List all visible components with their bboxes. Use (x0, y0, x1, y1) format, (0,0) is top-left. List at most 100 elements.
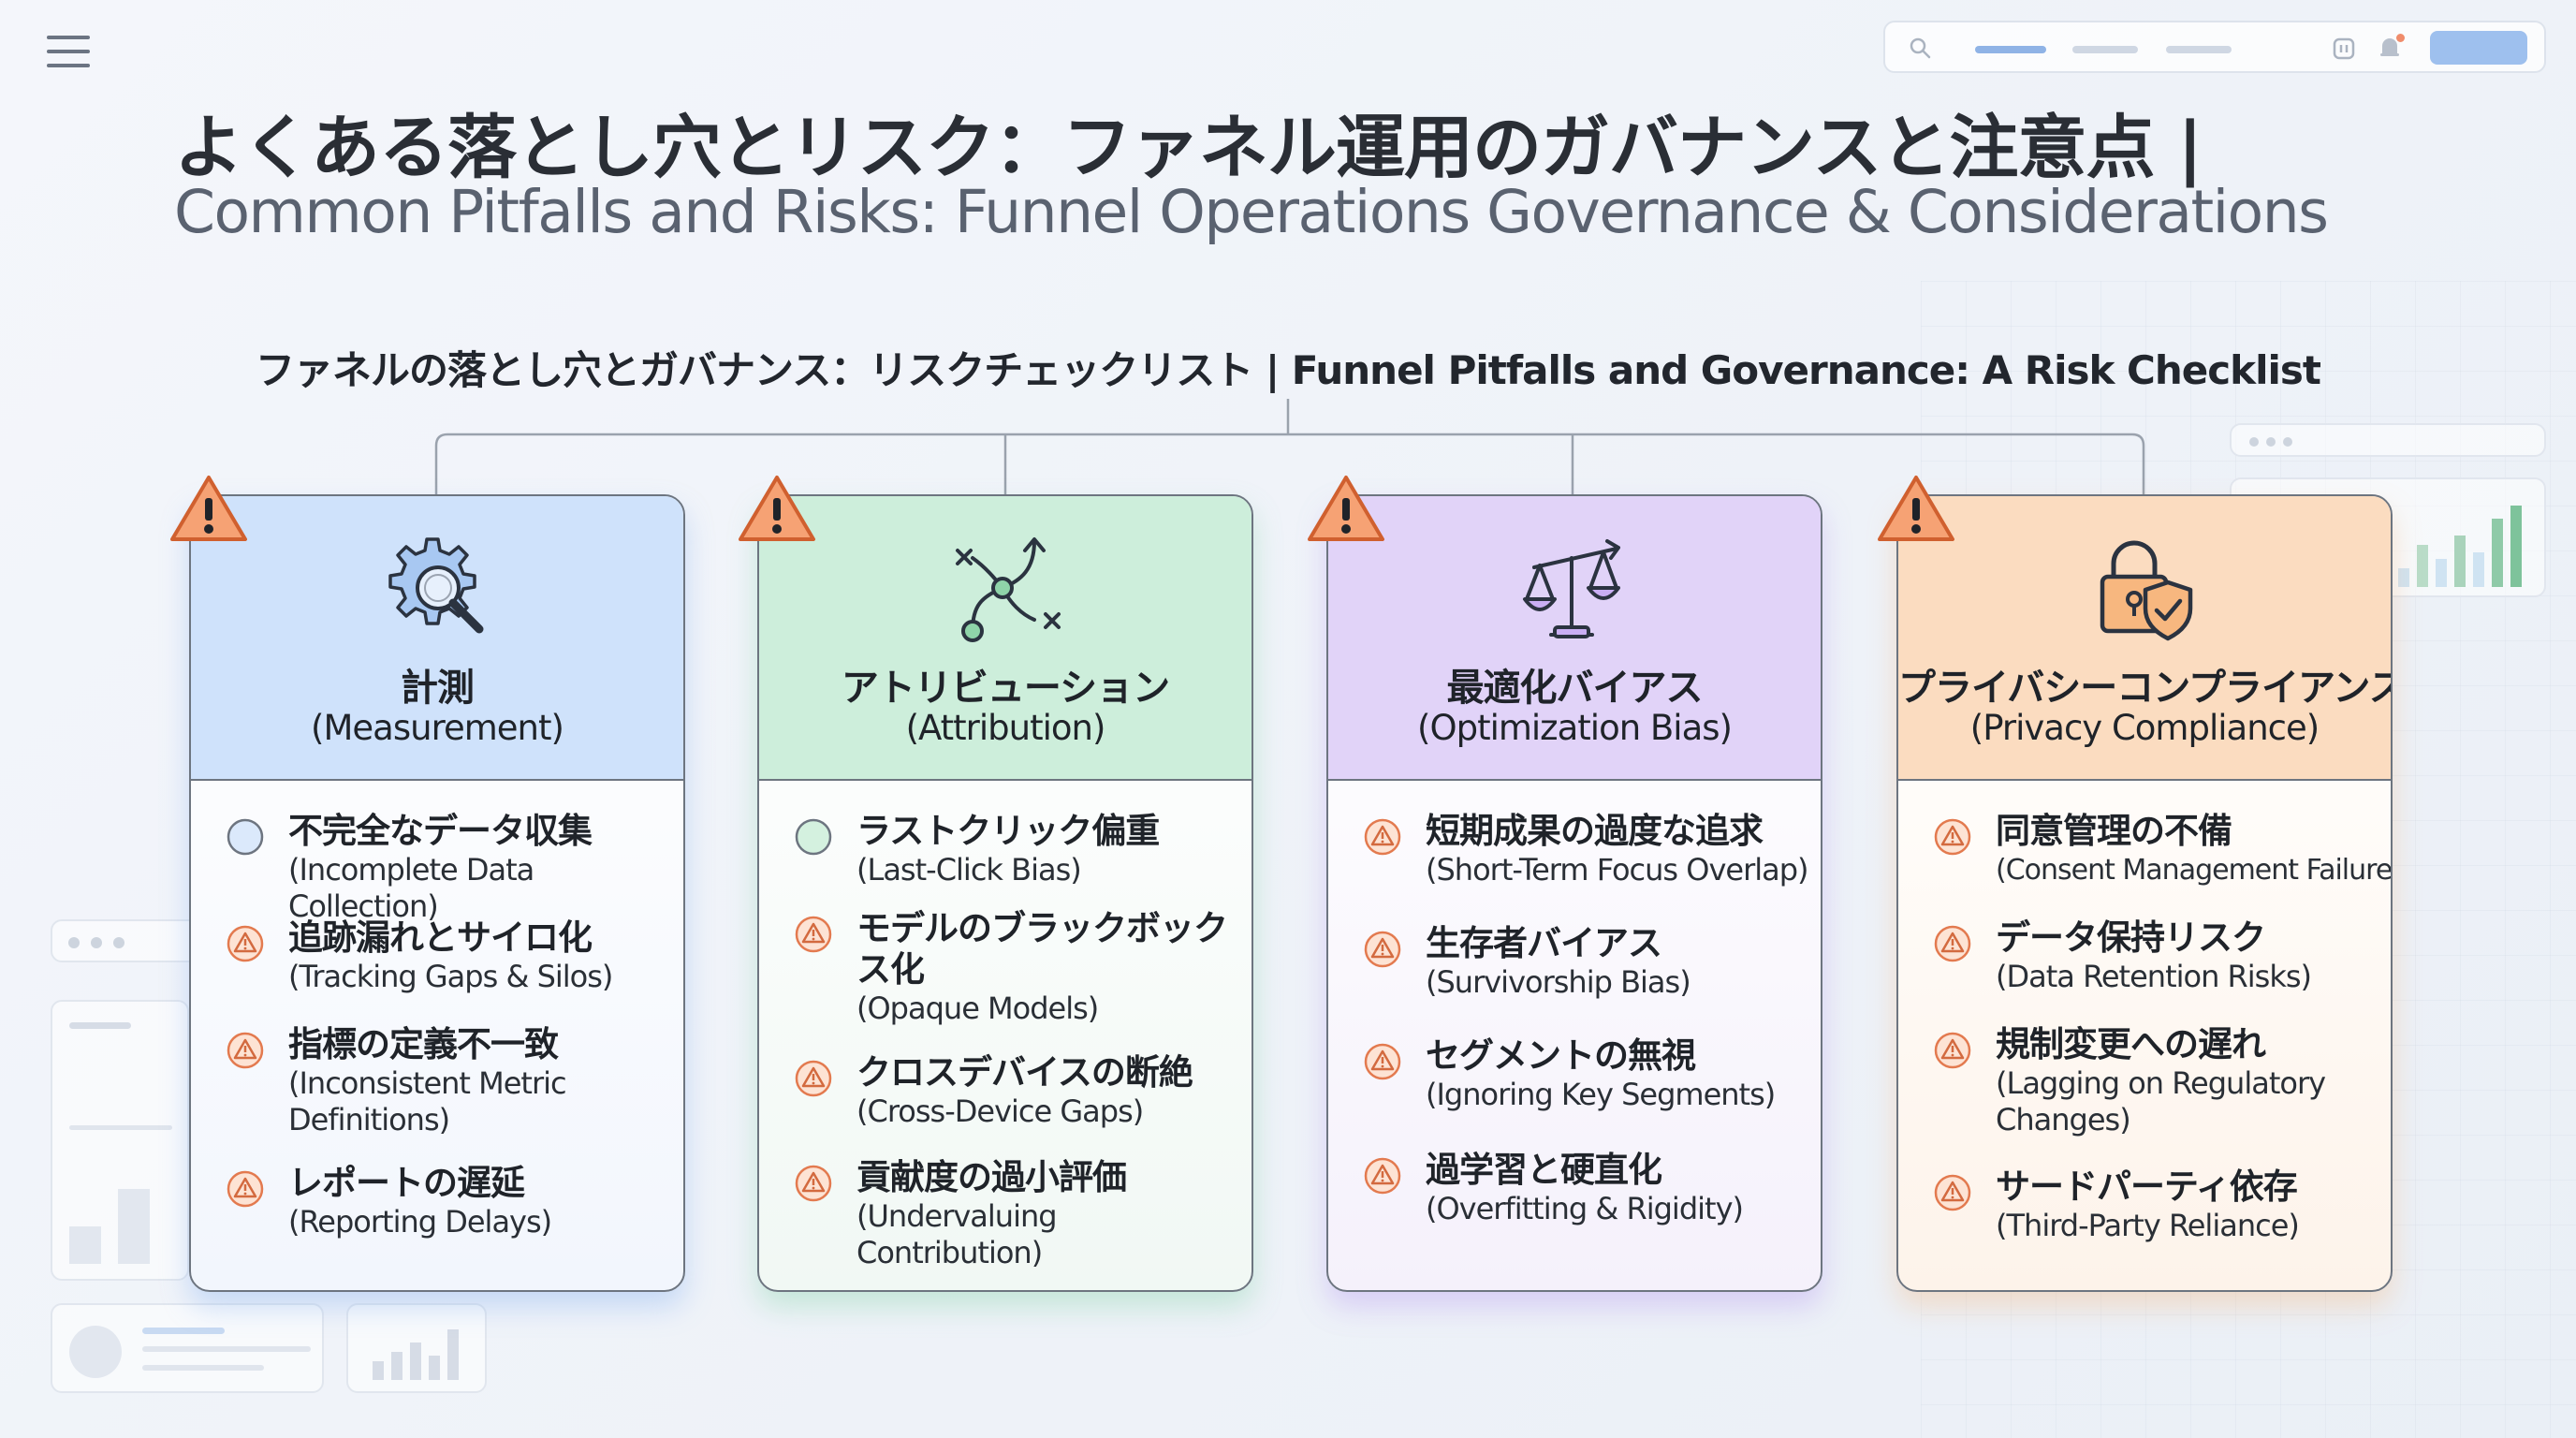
item-title-en: (Undervaluing Contribution) (856, 1198, 1058, 1270)
warning-bullet-icon (227, 1032, 264, 1069)
search-icon[interactable] (1908, 36, 1932, 60)
item-title-jp: ラストクリック偏重 (856, 811, 1160, 851)
top-toolbar (1883, 21, 2546, 73)
list-item: モデルのブラックボックス化 (Opaque Models) (793, 908, 1242, 1027)
card-title-en: (Measurement) (311, 708, 564, 748)
list-item: 規制変更への遅れ (Lagging on Regulatory Changes) (1932, 1024, 2381, 1138)
circle-bullet-icon (227, 818, 264, 856)
warning-bullet-icon (795, 916, 832, 953)
item-title-en: (Inconsistent Metric Definitions) (288, 1065, 567, 1137)
item-title-jp: 同意管理の不備 (1996, 811, 2232, 851)
item-title-en: (Short-Term Focus Overlap) (1426, 852, 1809, 888)
decorative-panel (2230, 423, 2546, 457)
bell-icon[interactable] (2378, 35, 2402, 61)
item-title-en: (Reporting Delays) (288, 1204, 552, 1240)
list-item: 同意管理の不備 (Consent Management Failures) (1932, 811, 2393, 888)
item-title-jp: 不完全なデータ収集 (288, 811, 593, 851)
item-title-jp: 短期成果の過度な追求 (1426, 811, 1764, 851)
item-title-en: (Tracking Gaps & Silos) (288, 959, 613, 994)
card-title-en: (Optimization Bias) (1417, 708, 1733, 748)
toolbar-tab[interactable] (2072, 46, 2138, 53)
warning-icon (739, 476, 815, 541)
item-title-jp: サードパーティ依存 (1996, 1167, 2298, 1207)
warning-bullet-icon (1364, 818, 1401, 856)
item-title-en: (Last-Click Bias) (856, 852, 1082, 888)
decorative-chart-panel (346, 1303, 487, 1393)
gear-magnifier-icon (388, 537, 484, 634)
warning-bullet-icon (227, 1170, 264, 1208)
card-header: 計測 (Measurement) (191, 496, 683, 781)
card-header: プライバシーコンプライアンス (Privacy Compliance) (1898, 496, 2391, 781)
decorative-chart-panel (51, 1000, 189, 1281)
item-title-jp: データ保持リスク (1996, 917, 2266, 958)
list-item: サードパーティ依存 (Third-Party Reliance) (1932, 1167, 2381, 1244)
menu-icon[interactable] (47, 36, 90, 69)
warning-bullet-icon (795, 1165, 832, 1202)
item-title-jp: レポートの遅延 (288, 1163, 525, 1203)
item-title-jp: 貢献度の過小評価 (856, 1157, 1127, 1197)
item-title-jp: 過学習と硬直化 (1426, 1150, 1662, 1190)
bar-chart-icon (2398, 506, 2522, 587)
warning-bullet-icon (1364, 931, 1401, 968)
card-attribution: アトリビューション (Attribution) ラストクリック偏重 (Last-… (757, 494, 1253, 1292)
item-title-jp: 追跡漏れとサイロ化 (288, 917, 593, 958)
bar-chart-icon (69, 1189, 150, 1264)
item-title-en: (Consent Management Failures) (1996, 854, 2393, 887)
card-optimization-bias: 最適化バイアス (Optimization Bias) 短期成果の過度な追求 (… (1326, 494, 1822, 1292)
warning-bullet-icon (1934, 1032, 1971, 1069)
list-item: 生存者バイアス (Survivorship Bias) (1362, 923, 1811, 1001)
warning-bullet-icon (1934, 818, 1971, 856)
warning-bullet-icon (1364, 1157, 1401, 1195)
decorative-panel (51, 919, 200, 962)
warning-bullet-icon (1934, 1174, 1971, 1211)
toolbar-tab[interactable] (2166, 46, 2232, 53)
card-header: アトリビューション (Attribution) (759, 496, 1251, 781)
list-item: 指標の定義不一致 (Inconsistent Metric Definition… (225, 1024, 674, 1138)
warning-bullet-icon (1364, 1043, 1401, 1080)
list-item: セグメントの無視 (Ignoring Key Segments) (1362, 1035, 1811, 1113)
list-item: 貢献度の過小評価 (Undervaluing Contribution) (793, 1157, 1242, 1271)
profile-button[interactable] (2430, 31, 2527, 65)
list-item: レポートの遅延 (Reporting Delays) (225, 1163, 674, 1240)
item-title-en: (Lagging on Regulatory Changes) (1996, 1065, 2326, 1137)
item-title-jp: モデルのブラックボックス化 (856, 908, 1228, 990)
lock-shield-icon (2100, 540, 2193, 641)
circle-bullet-icon (795, 818, 832, 856)
list-item: クロスデバイスの断絶 (Cross-Device Gaps) (793, 1052, 1242, 1130)
decorative-list-panel (51, 1303, 324, 1393)
item-title-jp: 指標の定義不一致 (288, 1024, 559, 1064)
dots-icon (68, 937, 124, 948)
list-item: 不完全なデータ収集 (Incomplete Data Collection) (225, 811, 674, 925)
item-title-jp: 生存者バイアス (1426, 923, 1662, 963)
dots-icon (2249, 437, 2292, 447)
list-item: 短期成果の過度な追求 (Short-Term Focus Overlap) (1362, 811, 1811, 888)
card-title-en: (Attribution) (905, 708, 1106, 748)
branching-path-icon (956, 537, 1061, 642)
balance-scale-icon (1523, 539, 1620, 638)
item-title-jp: 規制変更への遅れ (1996, 1024, 2266, 1064)
toolbar-tab-active[interactable] (1975, 46, 2046, 53)
card-title-jp: アトリビューション (841, 667, 1170, 710)
list-item: データ保持リスク (Data Retention Risks) (1932, 917, 2381, 995)
item-title-en: (Data Retention Risks) (1996, 959, 2312, 994)
card-title-jp: 計測 (401, 667, 475, 710)
calendar-icon[interactable] (2333, 37, 2355, 61)
item-title-jp: クロスデバイスの断絶 (856, 1052, 1193, 1093)
notification-dot (2396, 34, 2405, 42)
warning-bullet-icon (795, 1060, 832, 1097)
item-title-en: (Third-Party Reliance) (1996, 1208, 2300, 1243)
warning-bullet-icon (1934, 925, 1971, 962)
item-title-en: (Ignoring Key Segments) (1426, 1077, 1776, 1112)
warning-icon (170, 476, 247, 541)
card-header: 最適化バイアス (Optimization Bias) (1328, 496, 1821, 781)
card-title-en: (Privacy Compliance) (1969, 708, 2320, 748)
card-title-jp: プライバシーコンプライアンス (1898, 667, 2393, 710)
item-title-en: (Overfitting & Rigidity) (1426, 1191, 1744, 1226)
page-title-jp: よくある落とし穴とリスク：ファネル運用のガバナンスと注意点 | (174, 108, 2203, 188)
card-privacy-compliance: プライバシーコンプライアンス (Privacy Compliance) 同意管理… (1896, 494, 2393, 1292)
item-title-jp: セグメントの無視 (1426, 1035, 1696, 1076)
list-item: 追跡漏れとサイロ化 (Tracking Gaps & Silos) (225, 917, 674, 995)
list-item: ラストクリック偏重 (Last-Click Bias) (793, 811, 1242, 888)
item-title-en: (Opaque Models) (856, 990, 1099, 1026)
item-title-en: (Incomplete Data Collection) (288, 852, 534, 924)
